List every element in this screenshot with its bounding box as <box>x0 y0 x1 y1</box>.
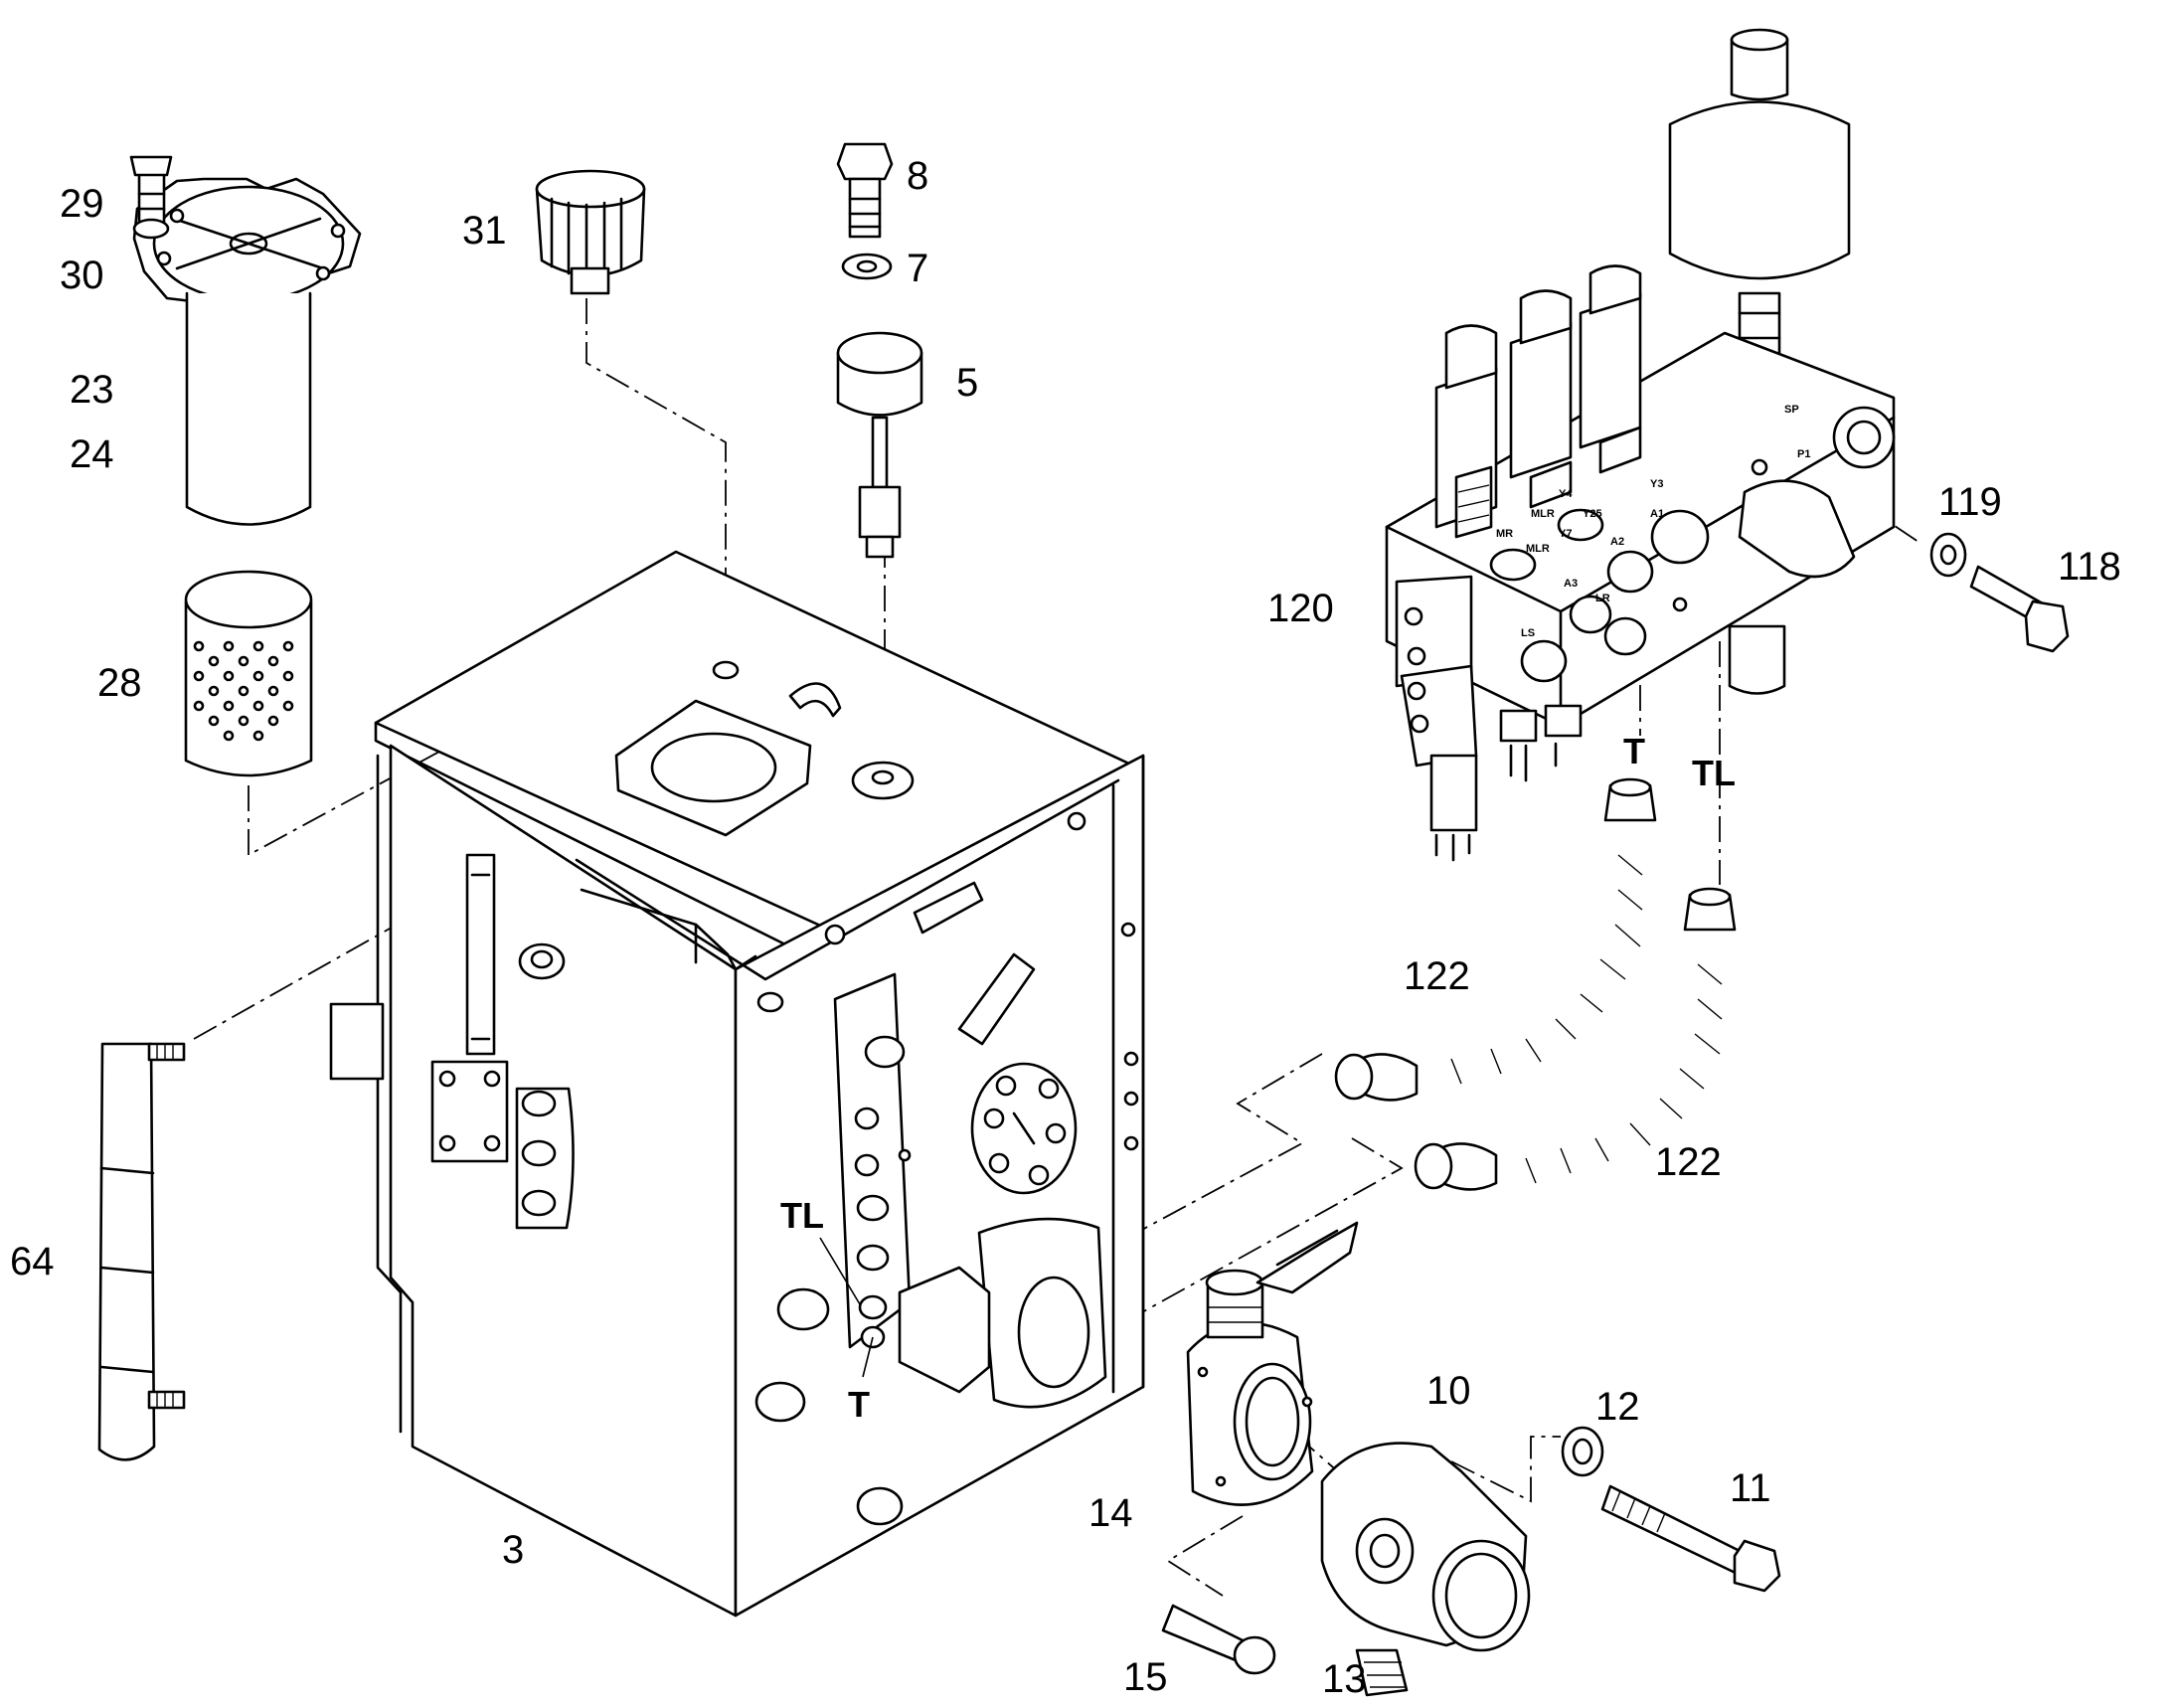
marking-a2: A2 <box>1610 536 1624 548</box>
marking-y4: Y4 <box>1559 488 1573 500</box>
callout-10: 10 <box>1426 1369 1471 1413</box>
valve-block: MR MLR MLR Y4 Y7 Y25 Y3 A1 A2 A3 LR LS P… <box>1385 264 1896 862</box>
callout-13: 13 <box>1322 1657 1367 1701</box>
callout-7: 7 <box>907 247 928 290</box>
strip-fittings <box>854 1035 906 1349</box>
callout-11: 11 <box>1730 1466 1771 1510</box>
callout-118: 118 <box>2058 545 2121 589</box>
callout-30: 30 <box>60 254 104 297</box>
marking-y25: Y25 <box>1583 508 1602 520</box>
hydraulic-tank <box>329 550 1145 1618</box>
callout-119: 119 <box>1938 480 2002 524</box>
accumulator <box>1668 28 1851 380</box>
callout-5: 5 <box>956 361 978 405</box>
callout-31: 31 <box>462 209 507 253</box>
marking-mlr: MLR <box>1531 508 1555 520</box>
small-parts <box>1161 532 2070 1697</box>
callout-8: 8 <box>907 154 928 198</box>
marking-y7: Y7 <box>1559 528 1572 540</box>
callout-3: 3 <box>502 1528 524 1572</box>
marking-mlr-2: MLR <box>1526 543 1550 555</box>
suction-flange <box>1320 1442 1531 1652</box>
port-label-tl-hose: TL <box>1692 753 1736 793</box>
marking-y3: Y3 <box>1650 478 1663 490</box>
callout-64: 64 <box>10 1240 55 1283</box>
level-gauge <box>97 1042 186 1461</box>
marking-a3: A3 <box>1564 578 1578 590</box>
callout-122-upper: 122 <box>1404 954 1470 998</box>
breather-cap <box>535 169 646 295</box>
callout-28: 28 <box>97 661 142 705</box>
marking-ls: LS <box>1521 627 1535 639</box>
level-switch-assembly <box>836 142 923 559</box>
ball-valve-assembly <box>1186 1221 1359 1506</box>
port-label-tl-tank: TL <box>780 1195 824 1236</box>
callout-12: 12 <box>1595 1385 1640 1429</box>
return-filter-assembly <box>129 155 362 777</box>
marking-lr: LR <box>1595 593 1610 604</box>
callout-14: 14 <box>1088 1491 1133 1535</box>
marking-a1: A1 <box>1650 508 1664 520</box>
port-label-t-tank: T <box>848 1384 870 1425</box>
callout-29: 29 <box>60 182 104 226</box>
marking-p1: P1 <box>1797 448 1810 460</box>
marking-sp: SP <box>1784 404 1799 416</box>
hoses <box>1334 777 1737 1191</box>
callout-120: 120 <box>1267 587 1334 630</box>
callout-labels: 29 30 23 24 28 31 8 7 5 64 3 120 119 118… <box>10 154 2121 1701</box>
callout-24: 24 <box>70 432 114 476</box>
perforations <box>193 640 294 742</box>
callout-122-lower: 122 <box>1655 1140 1722 1184</box>
callout-23: 23 <box>70 368 114 412</box>
marking-mr: MR <box>1496 528 1513 540</box>
callout-15: 15 <box>1123 1655 1168 1699</box>
port-label-t-hose: T <box>1623 731 1645 771</box>
